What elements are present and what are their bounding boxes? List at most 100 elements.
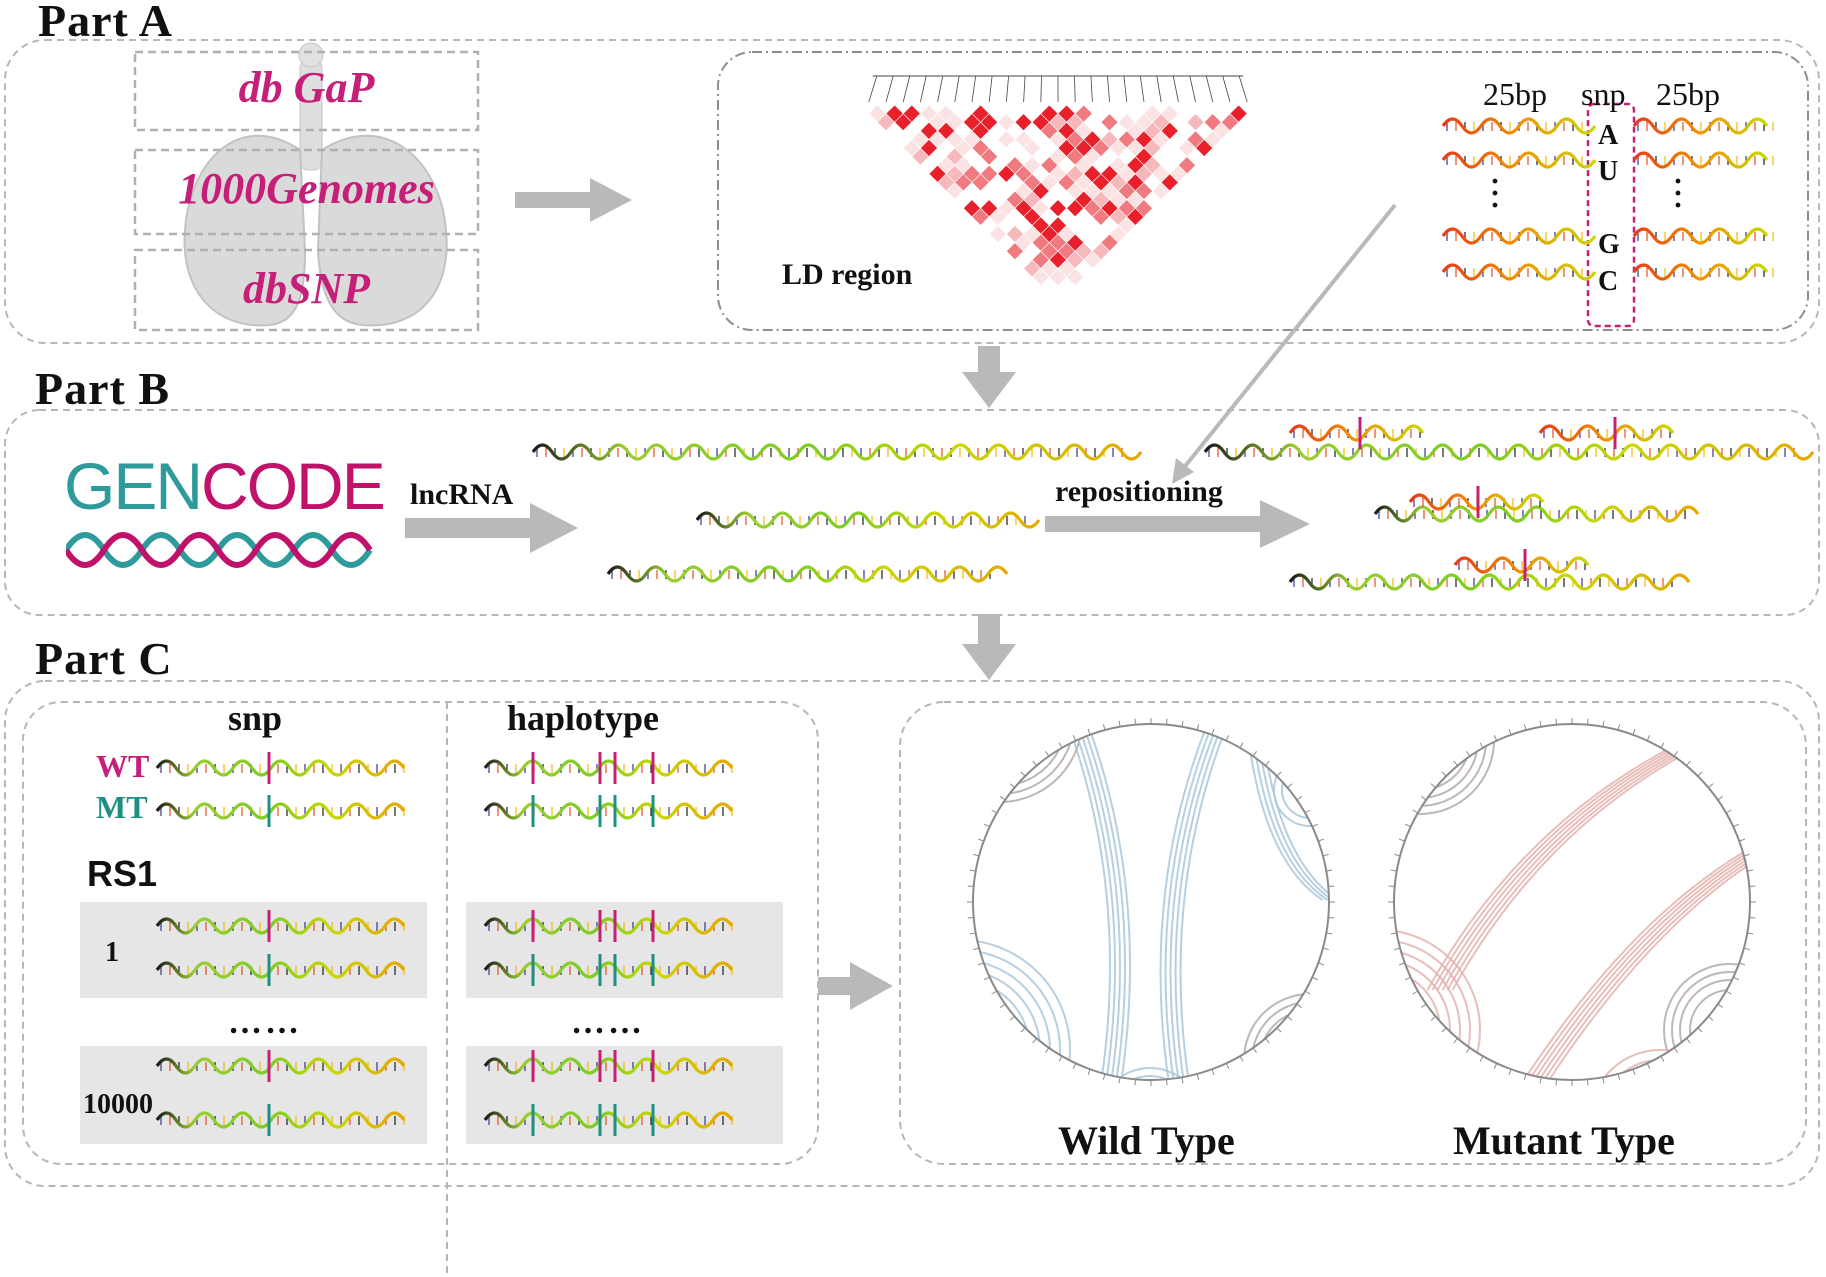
structure-loop <box>1394 959 1451 1080</box>
flank-left-label: 25bp <box>1483 76 1547 112</box>
structure-loop <box>973 969 1041 1080</box>
rna-strand <box>1441 227 1597 245</box>
structure-loop <box>1589 1049 1731 1080</box>
structure-arc <box>1169 729 1216 1080</box>
mutant-type-label: Mutant Type <box>1453 1118 1675 1163</box>
snp-window-label: snp <box>1581 76 1626 112</box>
structure-arc <box>1074 729 1116 1080</box>
rna-strand <box>1632 117 1774 135</box>
structure-arc <box>1431 729 1713 991</box>
gencode-logo: GENCODE <box>64 448 386 524</box>
rna-strand <box>155 1050 406 1082</box>
structure-loop <box>1259 1009 1329 1080</box>
snp-ellipsis: …… <box>228 1004 302 1041</box>
structure-loop <box>1105 1075 1195 1080</box>
sample-box-snp-10000 <box>80 1046 427 1144</box>
source-1000genomes: 1000Genomes <box>178 164 435 213</box>
rna-strand <box>1441 117 1597 135</box>
structure-loop <box>973 724 1059 779</box>
arrow-snp-to-reposition <box>1180 203 1397 472</box>
structure-arc <box>1446 729 1728 991</box>
ld-position-ticks <box>868 75 1248 103</box>
structure-arc <box>1536 849 1750 1080</box>
structure-loop <box>1097 1067 1203 1080</box>
sample-box-hap-1 <box>466 902 783 998</box>
rna-strand <box>1538 417 1675 449</box>
structure-loop <box>1394 939 1471 1080</box>
part-b-title: Part B <box>35 363 171 414</box>
structure-loop <box>1394 724 1461 781</box>
rna-strand <box>155 795 406 827</box>
structure-loop <box>973 724 1041 761</box>
part-c-frame <box>4 680 1820 1187</box>
structure-arc <box>1069 729 1111 1080</box>
structure-loop <box>1273 753 1329 827</box>
ld-heatmap <box>868 104 1248 304</box>
rna-strand <box>1441 263 1597 281</box>
structure-arc <box>1441 729 1723 991</box>
structure-arc <box>1079 729 1121 1080</box>
ld-region-label: LD region <box>782 258 913 291</box>
rna-strand <box>1441 151 1597 169</box>
structure-arc <box>1251 729 1329 901</box>
structure-arc <box>1531 849 1750 1080</box>
rna-strand <box>155 752 406 784</box>
rna-strand <box>483 1104 734 1136</box>
wild-type-structure <box>967 718 1335 1086</box>
flank-right-label: 25bp <box>1656 76 1720 112</box>
part-a-frame <box>4 39 1820 344</box>
rna-strand <box>483 752 734 784</box>
arrow-part-b-to-c <box>962 614 1016 680</box>
gencode-logo-gen: GEN <box>64 449 203 523</box>
snp-column-header: snp <box>228 698 283 738</box>
repositioning-label: repositioning <box>1055 475 1223 508</box>
structure-loop <box>1394 929 1481 1080</box>
structure-arc <box>1526 849 1750 1080</box>
structure-loop <box>1251 1001 1329 1080</box>
sample-index-last: 10000 <box>83 1089 153 1120</box>
structure-loop <box>1394 724 1479 799</box>
rna-strand <box>695 511 1041 529</box>
base-c: C <box>1598 266 1619 297</box>
mt-label: MT <box>96 789 148 825</box>
structure-arc <box>1541 849 1750 1080</box>
arrow-sources-to-ld <box>515 178 632 222</box>
rna-strand <box>1408 486 1545 518</box>
structure-loop <box>973 949 1061 1080</box>
structure-arc <box>1521 849 1750 1080</box>
structure-arc <box>1174 729 1221 1080</box>
rna-strand <box>483 954 734 986</box>
part-b-frame <box>4 409 1820 616</box>
ld-panel-frame <box>717 51 1809 331</box>
snp-window-box <box>1586 102 1636 328</box>
arrow-lncrna <box>405 503 578 553</box>
structure-loop <box>1394 969 1441 1080</box>
part-a-title: Part A <box>38 0 174 46</box>
rna-strand <box>1632 151 1774 169</box>
ld-cell <box>1229 104 1248 123</box>
gencode-logo-code: CODE <box>201 449 386 523</box>
sample-box-hap-10000 <box>466 1046 783 1144</box>
source-box-1000genomes <box>133 148 480 236</box>
source-box-dbgap <box>133 50 480 132</box>
structure-arc <box>1246 729 1324 901</box>
structure-loop <box>973 979 1031 1080</box>
structure-loop <box>973 989 1021 1080</box>
structure-loop <box>1671 971 1750 1080</box>
structure-loop <box>973 724 1075 795</box>
structure-loop <box>1269 1019 1329 1080</box>
rna-strand <box>1203 443 1815 461</box>
rna-strand <box>483 795 734 827</box>
rna-strand <box>1632 227 1774 245</box>
rna-strand <box>531 443 1143 461</box>
source-dbsnp: dbSNP <box>242 264 371 313</box>
structure-arc <box>1089 729 1131 1080</box>
source-box-dbsnp <box>133 248 480 332</box>
flow-arrows <box>405 178 1310 1010</box>
rna-strand <box>155 1104 406 1136</box>
structure-loop <box>973 939 1071 1080</box>
arrow-repositioning <box>1045 500 1310 548</box>
rna-strand <box>155 910 406 942</box>
structure-loop <box>1394 949 1461 1080</box>
